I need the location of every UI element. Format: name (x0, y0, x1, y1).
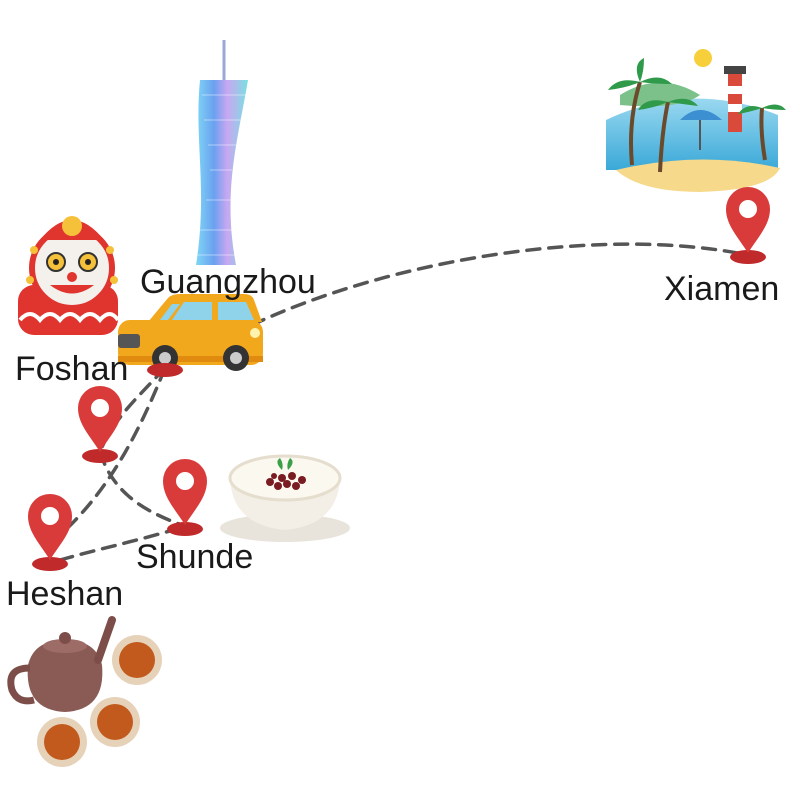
red-bean-dessert-icon (220, 454, 350, 542)
route-guangzhou-heshan (58, 366, 167, 537)
city-label-guangzhou: Guangzhou (140, 263, 316, 301)
city-label-heshan: Heshan (6, 575, 124, 613)
city-label-xiamen: Xiamen (664, 270, 780, 308)
city-label-shunde: Shunde (136, 538, 254, 576)
route-foshan-pin-shunde (98, 450, 184, 527)
route-lines (58, 242, 750, 562)
tea-cups (37, 635, 162, 767)
city-label-foshan: Foshan (15, 350, 129, 388)
foshan-map-pin-icon (78, 386, 122, 463)
canton-tower-icon (196, 40, 248, 265)
lion-dance-icon (18, 216, 120, 335)
shunde-map-pin-icon (163, 459, 207, 536)
beach-lighthouse-icon (606, 49, 786, 192)
car-icon (118, 294, 263, 371)
route-guangzhou-xiamen (250, 242, 750, 327)
route-heshan-shunde (58, 526, 182, 562)
teapot-icon (7, 616, 162, 767)
